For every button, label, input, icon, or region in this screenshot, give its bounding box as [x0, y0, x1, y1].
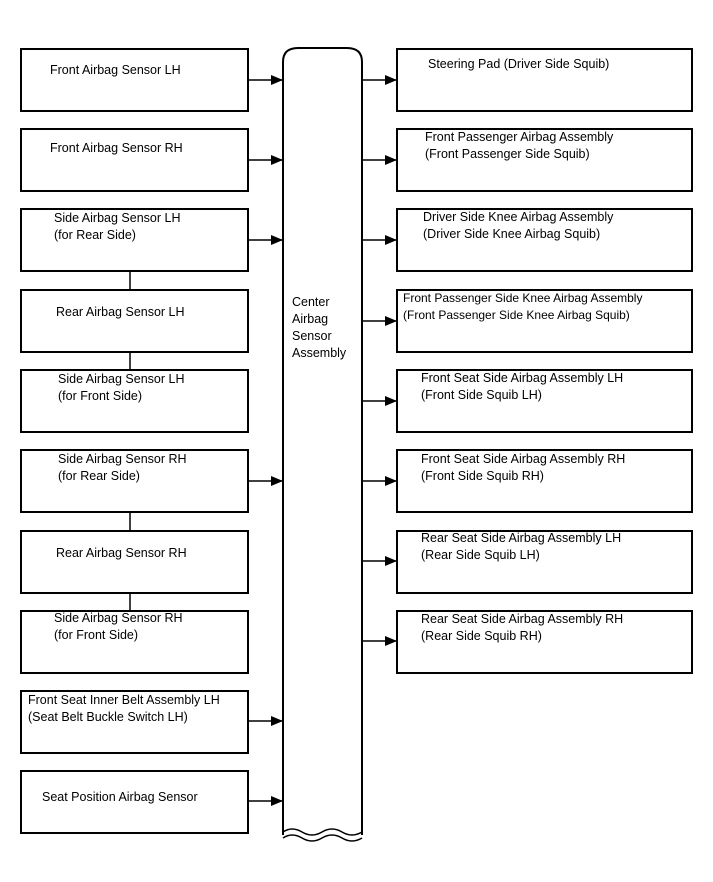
output-box-steering-pad — [396, 48, 693, 112]
output-label: Front Seat Side Airbag Assembly LH(Front… — [421, 371, 624, 402]
input-box-rear-airbag-sensor-rh — [20, 530, 249, 594]
output-label: Rear Seat Side Airbag Assembly RH(Rear S… — [421, 612, 624, 643]
input-box-side-airbag-sensor-rh-rear — [20, 449, 249, 513]
input-box-seat-position-airbag-sensor — [20, 770, 249, 834]
input-label: Rear Airbag Sensor LH — [56, 305, 185, 319]
center-assembly-body — [282, 47, 363, 835]
output-box-front-passenger-airbag — [396, 128, 693, 192]
output-label: Steering Pad (Driver Side Squib) — [428, 57, 610, 71]
input-label: Side Airbag Sensor LH(for Rear Side) — [54, 211, 181, 242]
output-label: Rear Seat Side Airbag Assembly LH(Rear S… — [421, 531, 622, 562]
center-assembly-break — [282, 828, 363, 836]
input-label: Side Airbag Sensor RH(for Rear Side) — [58, 452, 187, 483]
input-box-front-seat-inner-belt-lh — [20, 690, 249, 754]
center-airbag-sensor-assembly-label: Center Airbag Sensor Assembly — [292, 295, 347, 360]
input-box-side-airbag-sensor-lh-front — [20, 369, 249, 433]
output-box-front-seat-side-rh — [396, 449, 693, 513]
input-box-rear-airbag-sensor-lh — [20, 289, 249, 353]
input-label: Front Airbag Sensor LH — [50, 63, 181, 77]
input-label: Rear Airbag Sensor RH — [56, 546, 187, 560]
output-box-front-seat-side-lh — [396, 369, 693, 433]
output-box-rear-seat-side-rh — [396, 610, 693, 674]
input-box-front-airbag-sensor-rh — [20, 128, 249, 192]
input-label: Side Airbag Sensor RH(for Front Side) — [54, 611, 183, 642]
input-box-front-airbag-sensor-lh — [20, 48, 249, 112]
output-box-passenger-knee-airbag — [396, 289, 693, 353]
input-label: Seat Position Airbag Sensor — [42, 790, 198, 804]
output-label: Front Passenger Side Knee Airbag Assembl… — [403, 291, 643, 322]
input-box-side-airbag-sensor-rh-front — [20, 610, 249, 674]
input-box-side-airbag-sensor-lh-rear — [20, 208, 249, 272]
output-label: Driver Side Knee Airbag Assembly(Driver … — [423, 210, 614, 241]
output-box-rear-seat-side-lh — [396, 530, 693, 594]
input-label: Front Seat Inner Belt Assembly LH(Seat B… — [28, 693, 220, 724]
output-label: Front Seat Side Airbag Assembly RH(Front… — [421, 452, 626, 483]
input-label: Side Airbag Sensor LH(for Front Side) — [58, 372, 185, 403]
input-label: Front Airbag Sensor RH — [50, 141, 183, 155]
output-label: Front Passenger Airbag Assembly(Front Pa… — [425, 130, 614, 161]
output-box-driver-knee-airbag — [396, 208, 693, 272]
